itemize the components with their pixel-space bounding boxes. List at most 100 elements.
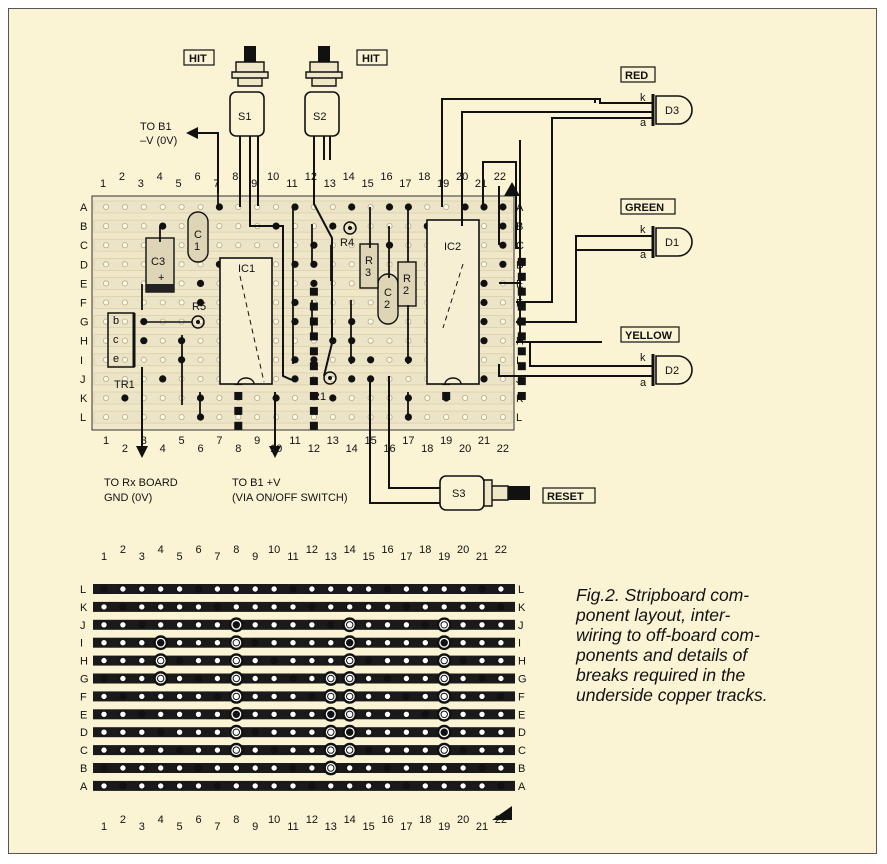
hole	[497, 621, 505, 629]
hole	[251, 728, 259, 736]
row-letter-left: I	[80, 638, 83, 650]
solder-joint	[480, 337, 488, 345]
hole	[478, 764, 486, 772]
column-number: 16	[381, 814, 393, 826]
hole	[140, 356, 147, 363]
solder-joint	[291, 375, 299, 383]
hole	[367, 299, 374, 306]
column-number: 14	[344, 544, 356, 556]
d2-k: k	[640, 352, 646, 364]
s1-switch[interactable]: S1	[229, 46, 269, 137]
hole	[194, 585, 203, 593]
hole	[440, 692, 448, 701]
hole	[478, 692, 486, 701]
hole	[235, 414, 242, 421]
hole	[254, 414, 261, 421]
hole	[273, 280, 280, 287]
hole	[348, 414, 355, 421]
column-number: 8	[233, 814, 239, 826]
column-number: 6	[195, 544, 201, 556]
reset-label: RESET	[542, 487, 596, 504]
copper-strip	[93, 709, 515, 720]
hole	[194, 674, 203, 683]
hole	[459, 585, 467, 593]
hole	[138, 639, 146, 647]
d2-led: D2 k a	[640, 352, 693, 389]
ic1-label: IC1	[238, 263, 255, 275]
hole	[216, 223, 223, 230]
ic-pin	[309, 287, 318, 296]
row-letter-right: J	[518, 620, 524, 632]
row-letter-right: D	[518, 727, 526, 739]
hole	[175, 710, 184, 718]
solder-joint	[310, 260, 318, 268]
hole	[138, 746, 146, 754]
hole	[480, 261, 487, 268]
row-letter-right: H	[518, 656, 526, 668]
hole	[270, 764, 278, 772]
hole	[383, 639, 392, 647]
solder-joint	[140, 337, 148, 345]
hole	[405, 375, 412, 382]
r4-resistor: R4	[340, 221, 357, 249]
hole	[213, 585, 222, 593]
column-number: 22	[494, 171, 506, 183]
led-wires	[441, 98, 653, 377]
column-number: 12	[308, 443, 320, 455]
row-letter-left: A	[80, 202, 88, 214]
hole	[175, 764, 184, 772]
column-number: 14	[344, 814, 356, 826]
hole	[383, 603, 392, 611]
hole	[499, 414, 506, 421]
s3-switch[interactable]: S3	[439, 475, 530, 511]
hole	[364, 764, 373, 772]
hole	[459, 692, 467, 701]
r1-label: R1	[312, 391, 326, 403]
hole	[421, 692, 429, 701]
hole	[213, 639, 222, 647]
hole	[329, 356, 336, 363]
hole	[308, 764, 316, 772]
red-label: RED	[620, 66, 656, 83]
hole	[138, 585, 146, 593]
hole	[232, 692, 241, 701]
ic-pin	[517, 257, 526, 266]
hole	[497, 782, 505, 790]
hole	[289, 656, 297, 665]
row-letter-left: J	[80, 620, 86, 632]
column-number: 13	[327, 435, 339, 447]
hole	[194, 603, 203, 611]
hole	[273, 242, 280, 249]
hole	[251, 692, 259, 701]
row-letter-left: K	[80, 602, 88, 614]
hole	[327, 746, 335, 754]
s2-switch[interactable]: S2	[304, 46, 343, 137]
ic-pin	[309, 332, 318, 341]
hole	[121, 280, 128, 287]
hit-label-2: HIT	[356, 49, 388, 66]
hole	[480, 394, 487, 401]
hole	[327, 782, 335, 790]
hole	[232, 585, 241, 593]
hole	[138, 621, 146, 629]
r1-resistor: R1	[312, 371, 337, 403]
to-rx-board-line1: TO Rx BOARD	[104, 477, 178, 489]
hole	[121, 375, 128, 382]
column-number: 4	[158, 814, 164, 826]
hole	[119, 728, 127, 736]
hole	[402, 710, 411, 718]
hole	[273, 203, 280, 210]
figure-caption: Fig.2. Stripboard com- ponent layout, in…	[576, 585, 846, 705]
column-number: 13	[325, 551, 337, 563]
hole	[232, 674, 241, 683]
r4-label: R4	[340, 237, 354, 249]
row-letter-right: L	[518, 584, 524, 596]
ic-pin	[309, 362, 318, 371]
d3-led: D3 k a	[640, 92, 693, 129]
hole	[364, 728, 373, 736]
hole	[270, 621, 278, 629]
column-number: 5	[177, 821, 183, 833]
column-number: 5	[179, 435, 185, 447]
